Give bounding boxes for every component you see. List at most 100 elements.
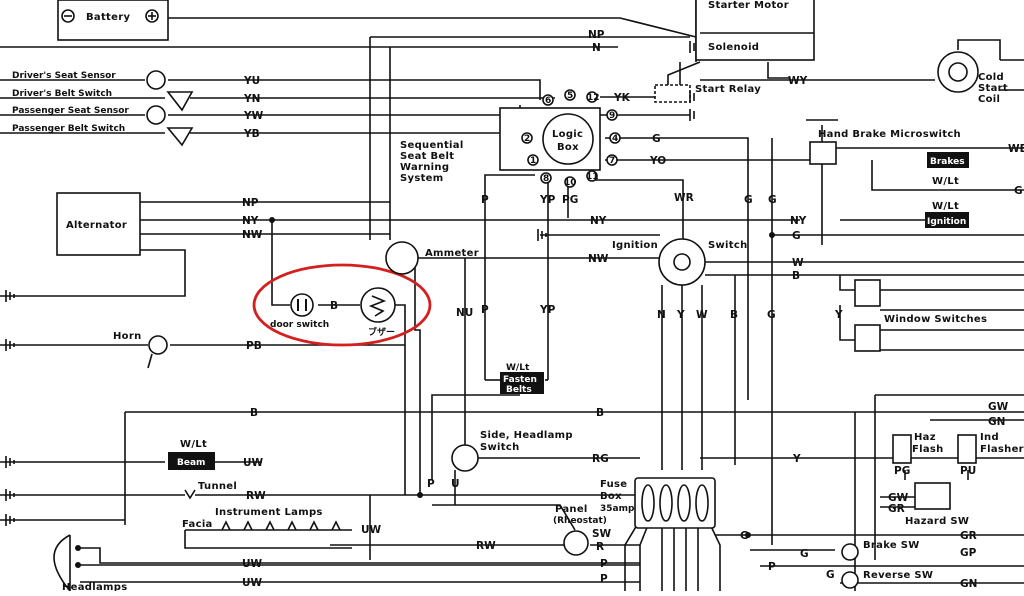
- wire-code: G: [792, 230, 801, 242]
- logic-pin: 6: [545, 96, 551, 106]
- battery: Battery: [57, 0, 169, 41]
- ammeter-label: Ammeter: [425, 248, 479, 259]
- wire-code: Y: [834, 309, 843, 321]
- wire-code: NW: [588, 253, 609, 265]
- wire-code: RG: [592, 453, 609, 465]
- start-relay: Start Relay: [654, 84, 761, 103]
- logic-box-label-2: Box: [557, 142, 579, 153]
- alternator-label: Alternator: [66, 220, 127, 231]
- instrument-lamps: Tunnel Instrument Lamps Facia: [182, 481, 341, 531]
- instrument-lamps-label: Instrument Lamps: [215, 507, 323, 518]
- beam-wlt-label: W/Lt: [180, 439, 207, 450]
- wire-code: B: [250, 407, 258, 419]
- wire-code: NP: [588, 29, 605, 41]
- haz-flash: Haz Flash: [892, 432, 944, 464]
- wire-code: UW: [243, 457, 264, 469]
- cold-start-coil-label-3: Coil: [978, 94, 1000, 105]
- box-label: Box: [600, 491, 622, 502]
- wire-code: N: [592, 42, 601, 54]
- wire-code: B: [730, 309, 738, 321]
- seq-label-4: System: [400, 173, 443, 184]
- panel-label: Panel: [555, 504, 588, 515]
- logic-pin: 8: [543, 174, 549, 184]
- logic-pin: 7: [609, 156, 615, 166]
- fuse-amp-label: 35amp: [600, 504, 635, 514]
- wire-code: P: [427, 478, 435, 490]
- belts-label: Belts: [506, 385, 532, 395]
- fasten-wlt-label: W/Lt: [506, 363, 530, 373]
- ground-symbols: [5, 41, 695, 526]
- ammeter: Ammeter: [385, 241, 479, 275]
- flasher-label: Flasher: [980, 444, 1024, 455]
- tunnel-label: Tunnel: [198, 481, 237, 492]
- horn: Horn: [113, 331, 168, 369]
- wire-code: P: [481, 194, 489, 206]
- wire-code: PG: [894, 465, 910, 477]
- passenger-belt-switch-label: Passenger Belt Switch: [12, 124, 125, 134]
- wire-code: RW: [476, 540, 496, 552]
- buzzer: ブザー: [360, 287, 396, 338]
- wire-code: YP: [539, 194, 556, 206]
- logic-pin: 2: [524, 134, 530, 144]
- hazard-sw-label: Hazard SW: [905, 516, 969, 527]
- ignition-switch-label-2: Switch: [708, 240, 748, 251]
- junction-dots: [269, 217, 775, 538]
- seq-label-1: Sequential: [400, 140, 464, 151]
- wire-code: WE: [1008, 143, 1024, 155]
- wire-code: N: [657, 309, 666, 321]
- wire-code: PG: [562, 194, 578, 206]
- wire-code: P: [481, 304, 489, 316]
- wire-code: GN: [960, 578, 977, 590]
- ignition-switch: Ignition Switch: [612, 238, 748, 286]
- brakes-warning-light: Brakes W/Lt: [927, 152, 969, 187]
- logic-pin: 10: [564, 178, 577, 188]
- wire-code: WY: [788, 75, 808, 87]
- fasten-belts-light: Fasten Belts W/Lt: [500, 363, 544, 395]
- wire-code: B: [330, 300, 338, 312]
- wire-code: YO: [649, 155, 666, 167]
- passenger-seat-sensor-label: Passenger Seat Sensor: [12, 106, 129, 116]
- wire-code: GW: [988, 401, 1009, 413]
- wire-code: NY: [590, 215, 607, 227]
- ignition-switch-label-1: Ignition: [612, 240, 658, 251]
- wire-code: G: [652, 133, 661, 145]
- wire-code: NY: [790, 215, 807, 227]
- horn-label: Horn: [113, 331, 142, 342]
- reverse-switch: Reverse SW: [841, 570, 933, 589]
- wire-code: G: [740, 530, 749, 542]
- headlamps: Headlamps: [53, 534, 127, 593]
- logic-pin: 5: [567, 91, 573, 101]
- door-switch: door switch: [270, 293, 329, 330]
- wire-code: Y: [792, 453, 801, 465]
- wire-code: W: [696, 309, 708, 321]
- wire-code: R: [596, 541, 604, 553]
- window-switches: Window Switches: [854, 279, 987, 352]
- solenoid-label: Solenoid: [708, 42, 759, 53]
- wire-code: YN: [243, 93, 260, 105]
- wire-code: P: [768, 561, 776, 573]
- wire-code: GP: [960, 547, 977, 559]
- wire-code: G: [800, 548, 809, 560]
- logic-box-label-1: Logic: [552, 129, 583, 140]
- starter-motor: Starter Motor Solenoid: [695, 0, 815, 61]
- seq-label-3: Warning: [400, 162, 449, 173]
- wire-code: WR: [674, 192, 694, 204]
- wire-code-labels: NP N WY YU YN YW YB YK G YO NP NY NW P Y…: [242, 29, 1024, 590]
- brake-switch: Brake SW: [841, 540, 919, 561]
- logic-pins: 6 5 12 9 2 1 7 4 8 10 11: [521, 89, 621, 188]
- wire-code: YP: [539, 304, 556, 316]
- flash-label: Flash: [912, 444, 944, 455]
- wire-code: NY: [242, 215, 259, 227]
- wire-code: B: [792, 270, 800, 282]
- wire-code: NW: [242, 229, 263, 241]
- wire-code: YU: [243, 75, 260, 87]
- beam-warning-light: Beam W/Lt: [168, 439, 215, 470]
- highlight-ellipse: [252, 263, 432, 347]
- fuse-box: Fuse Box 35amp: [600, 477, 716, 529]
- side-headlamp-label-1: Side, Headlamp: [480, 430, 573, 441]
- wire-code: GR: [888, 503, 905, 515]
- cold-start-coil-label-1: Cold: [978, 72, 1004, 83]
- wire-code: SW: [592, 528, 612, 540]
- wire-code: YB: [243, 128, 260, 140]
- wire-code: B: [596, 407, 604, 419]
